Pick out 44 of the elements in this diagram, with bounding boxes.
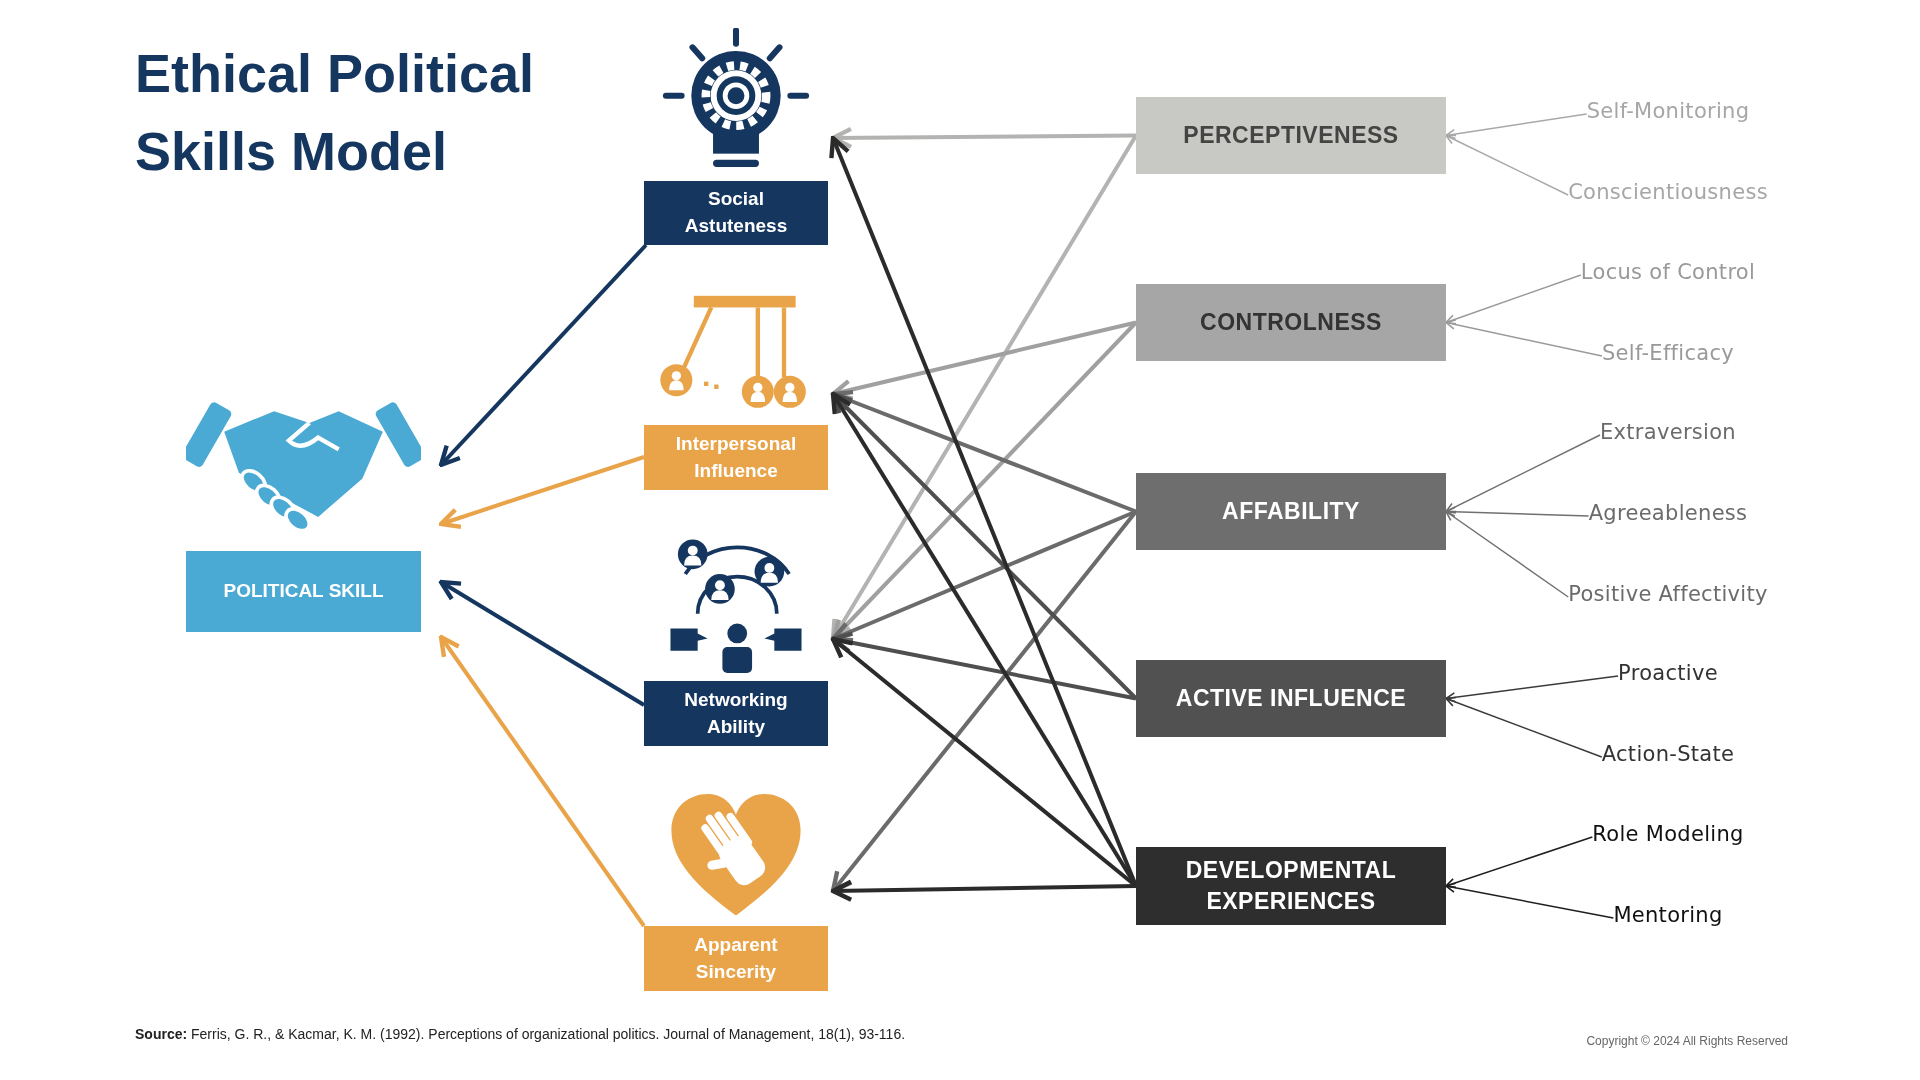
thin-arrow	[1445, 882, 1615, 919]
trait-label: Agreeableness	[1588, 501, 1748, 525]
skill-label-box: Interpersonal Influence	[644, 425, 828, 490]
thin-arrow	[1445, 134, 1569, 196]
trait-label: Role Modeling	[1592, 822, 1744, 846]
trait-label: Locus of Control	[1580, 260, 1756, 284]
thin-arrow	[1445, 113, 1588, 140]
skill-label-box: Social Astuteness	[644, 181, 828, 245]
category-box: ACTIVE INFLUENCE	[1136, 660, 1446, 737]
arrow	[830, 126, 1136, 150]
trait-label: Conscientiousness	[1568, 180, 1768, 204]
trait-label: Proactive	[1618, 661, 1718, 685]
thin-arrow	[1445, 506, 1590, 518]
arrow	[830, 631, 1137, 701]
arrow	[830, 389, 1137, 514]
trait-label: Self-Efficacy	[1601, 341, 1735, 365]
thin-arrow	[1445, 274, 1582, 325]
thin-arrow	[1445, 319, 1603, 357]
arrow	[830, 320, 1137, 401]
copyright-note: Copyright © 2024 All Rights Reserved	[1586, 1034, 1788, 1048]
category-box: PERCEPTIVENESS	[1136, 97, 1446, 174]
category-box: AFFABILITY	[1136, 473, 1446, 550]
thin-arrow	[1445, 696, 1603, 758]
arrow	[438, 634, 646, 928]
title: Ethical Political Skills Model	[135, 42, 536, 183]
thin-arrow	[1445, 434, 1601, 513]
category-box: CONTROLNESS	[1136, 284, 1446, 361]
thin-arrow	[1445, 675, 1619, 703]
trait-label: Self-Monitoring	[1586, 99, 1750, 123]
skill-label-box: Apparent Sincerity	[644, 926, 828, 991]
arrow	[438, 455, 645, 530]
arrow	[438, 243, 648, 468]
arrow	[830, 879, 1137, 902]
thin-arrow	[1445, 836, 1594, 889]
trait-label: Mentoring	[1613, 903, 1723, 927]
source-citation: Source: Ferris, G. R., & Kacmar, K. M. (1992). Perceptions of organizational politics. Journal of Management, 18(1), 93-116.	[135, 1026, 906, 1042]
outcome-label-box: POLITICAL SKILL	[186, 551, 421, 632]
trait-label: Extraversion	[1600, 420, 1736, 444]
arrow	[438, 579, 646, 707]
trait-label: Action-State	[1601, 742, 1735, 766]
skill-label-box: Networking Ability	[644, 681, 828, 746]
thin-arrow	[1445, 510, 1569, 598]
category-box: DEVELOPMENTAL EXPERIENCES	[1136, 847, 1446, 925]
trait-label: Positive Affectivity	[1568, 582, 1768, 606]
